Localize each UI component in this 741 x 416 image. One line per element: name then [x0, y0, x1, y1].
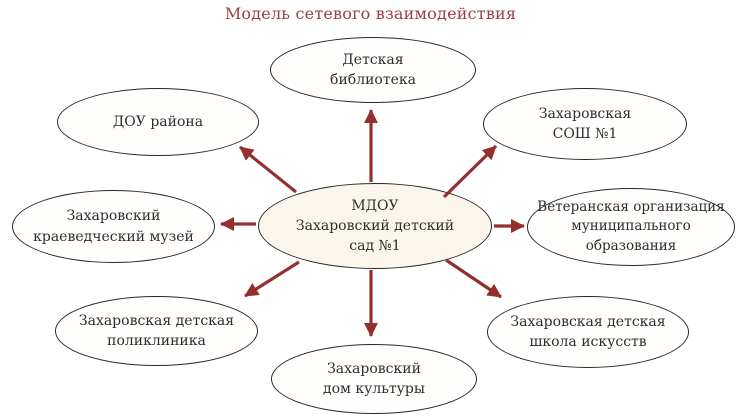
- arrow-to-dou-district: [238, 145, 298, 194]
- arrow-to-zakharovskaya-sosh: [442, 144, 498, 199]
- node-children-clinic-label: Захаровская детская поликлиника: [78, 312, 235, 349]
- node-center-mdou-kindergarten: МДОУ Захаровский детский сад №1: [258, 183, 492, 269]
- node-center-mdou-kindergarten-label: МДОУ Захаровский детский сад №1: [295, 197, 455, 255]
- node-children-clinic: Захаровская детская поликлиника: [55, 296, 258, 366]
- node-arts-school: Захаровская детская школа искусств: [487, 296, 689, 368]
- node-local-history-museum: Захаровский краеведческий музей: [12, 190, 215, 263]
- node-children-library-label: Детская библиотека: [330, 51, 416, 88]
- node-dou-district: ДОУ района: [57, 88, 259, 156]
- arrow-to-children-clinic: [244, 260, 300, 298]
- node-zakharovskaya-sosh-label: Захаровская СОШ №1: [538, 105, 632, 142]
- node-local-history-museum-label: Захаровский краеведческий музей: [33, 208, 194, 245]
- node-dou-district-label: ДОУ района: [112, 113, 204, 130]
- diagram-title: Модель сетевого взаимодействия: [224, 4, 517, 23]
- node-veteran-organization: Ветеранская организация муниципального о…: [527, 188, 735, 266]
- node-children-library: Детская библиотека: [270, 37, 476, 103]
- node-veteran-organization-label: Ветеранская организация муниципального о…: [537, 198, 725, 254]
- node-culture-house-label: Захаровский дом культуры: [323, 360, 425, 397]
- arrow-to-arts-school: [445, 258, 502, 299]
- node-arts-school-label: Захаровская детская школа искусств: [510, 313, 666, 350]
- node-zakharovskaya-sosh: Захаровская СОШ №1: [483, 88, 687, 160]
- node-culture-house: Захаровский дом культуры: [271, 344, 477, 414]
